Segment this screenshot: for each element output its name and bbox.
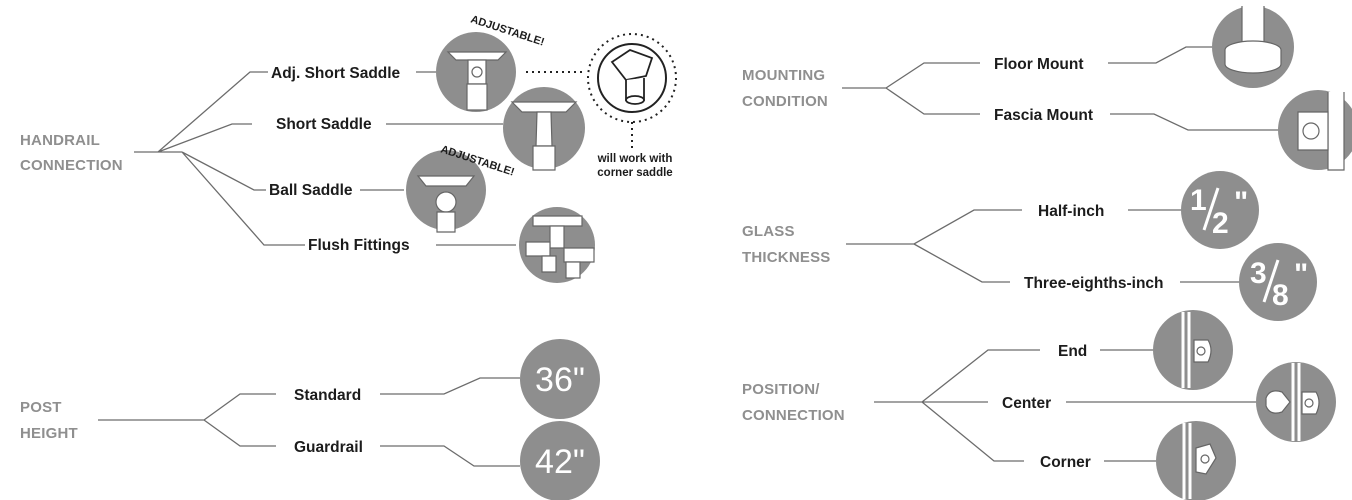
- option-guardrail: Guardrail: [294, 439, 363, 456]
- option-end: End: [1058, 343, 1087, 360]
- option-flush-fittings: Flush Fittings: [308, 237, 410, 254]
- position-branch-lines: [874, 349, 1040, 462]
- value-42-disc: [520, 421, 600, 500]
- option-floor-mount: Floor Mount: [994, 56, 1084, 73]
- value-36-disc: [520, 339, 600, 419]
- fraction-slash: [1262, 259, 1280, 303]
- glass-branch-lines: [846, 209, 1022, 283]
- glass-category-line1: GLASS: [742, 223, 795, 240]
- position-category-line1: POSITION/: [742, 381, 820, 398]
- three-eighths-denominator: 8: [1272, 279, 1289, 312]
- handrail-category-line2: CONNECTION: [20, 157, 123, 174]
- half-inch-disc: 1 2 ": [1181, 171, 1259, 249]
- connector-line: [1110, 113, 1282, 131]
- option-standard: Standard: [294, 387, 361, 404]
- center-clamp-icon: [1256, 362, 1336, 442]
- mounting-category-line2: CONDITION: [742, 93, 828, 110]
- handrail-branch-lines: [134, 71, 305, 246]
- floor-mount-icon: [1212, 6, 1294, 88]
- mounting-branch-lines: [842, 62, 980, 115]
- option-corner: Corner: [1040, 454, 1091, 471]
- handrail-category-line1: HANDRAIL: [20, 132, 100, 149]
- half-numerator: 1: [1190, 184, 1207, 217]
- post-height-category-line2: HEIGHT: [20, 425, 78, 442]
- option-short-saddle: Short Saddle: [276, 116, 372, 133]
- connector-line: [380, 377, 520, 395]
- three-eighths-inch-mark: ": [1294, 258, 1308, 291]
- connector-line: [1108, 46, 1216, 64]
- value-36-label: 36": [535, 361, 585, 399]
- half-inch-mark: ": [1234, 186, 1248, 219]
- ball-saddle-icon: [406, 150, 486, 233]
- corner-clamp-icon: [1156, 421, 1236, 500]
- mounting-condition-group: MOUNTING CONDITION Floor Mount Fascia Mo…: [742, 6, 1352, 171]
- three-eighths-disc: 3 8 ": [1239, 243, 1317, 321]
- option-center: Center: [1002, 395, 1051, 412]
- flush-fittings-icon: [519, 207, 595, 283]
- position-connection-group: POSITION/ CONNECTION End Center Corner: [742, 310, 1336, 500]
- corner-note-line2: corner saddle: [597, 167, 672, 179]
- value-42-label: 42": [535, 443, 585, 481]
- option-fascia-mount: Fascia Mount: [994, 107, 1093, 124]
- handrail-connection-group: HANDRAIL CONNECTION Adj. Short Saddle Sh…: [20, 13, 677, 283]
- half-denominator: 2: [1212, 207, 1229, 240]
- post-height-category-line1: POST: [20, 399, 62, 416]
- end-clamp-icon: [1153, 310, 1233, 390]
- corner-note-line1: will work with: [597, 153, 673, 165]
- position-category-line2: CONNECTION: [742, 407, 845, 424]
- fraction-slash: [1202, 187, 1220, 231]
- option-adj-short-saddle: Adj. Short Saddle: [271, 65, 401, 82]
- connector-line: [380, 445, 520, 467]
- option-three-eighths-inch: Three-eighths-inch: [1024, 275, 1164, 292]
- adj-short-saddle-icon: [436, 32, 516, 112]
- short-saddle-icon: [503, 87, 585, 171]
- option-ball-saddle: Ball Saddle: [269, 182, 353, 199]
- mounting-category-line1: MOUNTING: [742, 67, 825, 84]
- glass-category-line2: THICKNESS: [742, 249, 830, 266]
- glass-thickness-group: GLASS THICKNESS Half-inch Three-eighths-…: [742, 171, 1317, 321]
- option-half-inch: Half-inch: [1038, 203, 1104, 220]
- post-height-branch-lines: [98, 393, 276, 447]
- fascia-mount-icon: [1278, 90, 1352, 171]
- three-eighths-numerator: 3: [1250, 257, 1267, 290]
- post-height-group: POST HEIGHT Standard Guardrail 36" 42": [20, 339, 600, 500]
- corner-saddle-icon: [587, 33, 677, 123]
